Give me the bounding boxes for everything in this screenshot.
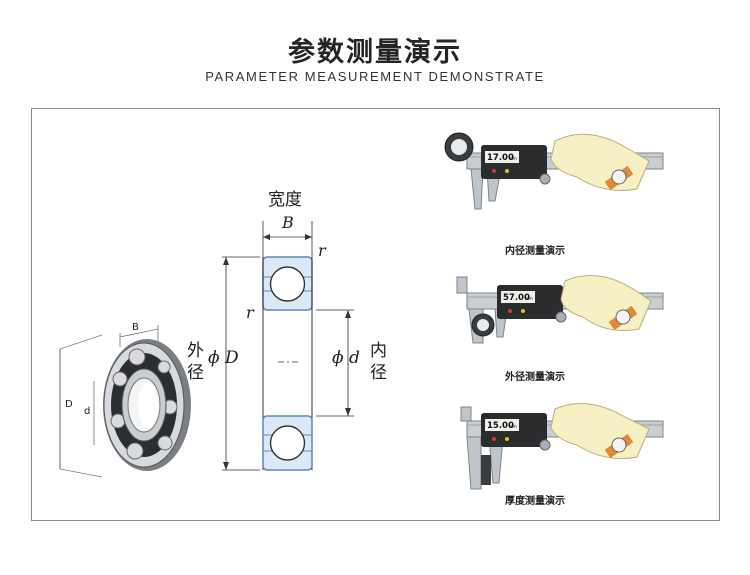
lcd-reading-inner: 17.00 — [487, 153, 514, 163]
radius-label-top: r — [318, 241, 326, 260]
caliper-demo-outer: 57.00 mm — [456, 275, 664, 344]
demo-caption-outer-diameter: 外径测量演示 — [505, 372, 565, 383]
demo-caption-inner-diameter: 内径测量演示 — [505, 246, 565, 257]
lcd-unit-thickness: mm — [509, 424, 517, 429]
outer-diameter-cn-2: 径 — [187, 363, 204, 383]
inner-diameter-symbol: ϕ d — [332, 348, 360, 368]
caliper-demo-thickness: 15.00 mm — [460, 403, 664, 490]
width-symbol-b: B — [282, 213, 294, 232]
inner-diameter-cn-2: 径 — [370, 363, 387, 383]
demonstration-panel: B D d 宽度 B r r — [31, 108, 720, 521]
outer-diameter-symbol: ϕ D — [208, 348, 239, 368]
width-label: 宽度 — [268, 190, 302, 210]
bearing-iso-illustration — [59, 325, 191, 478]
page-title: 参数测量演示 — [288, 37, 462, 68]
demo-caption-thickness: 厚度测量演示 — [505, 496, 565, 507]
iso-label-outer-d: D — [65, 399, 73, 410]
lcd-reading-outer: 57.00 — [503, 293, 530, 303]
bearing-cross-section — [222, 221, 354, 471]
outer-diameter-cn-1: 外 — [187, 341, 204, 361]
iso-label-b: B — [132, 322, 139, 333]
iso-label-inner-d: d — [84, 406, 91, 417]
lcd-unit-outer: mm — [525, 296, 533, 301]
lcd-unit-inner: mm — [509, 156, 517, 161]
page-subtitle: PARAMETER MEASUREMENT DEMONSTRATE — [205, 69, 545, 84]
radius-label-inner: r — [246, 303, 254, 322]
caliper-demo-inner: 17.00 mm — [444, 132, 664, 210]
inner-diameter-cn-1: 内 — [370, 341, 387, 361]
lcd-reading-thickness: 15.00 — [487, 421, 514, 431]
